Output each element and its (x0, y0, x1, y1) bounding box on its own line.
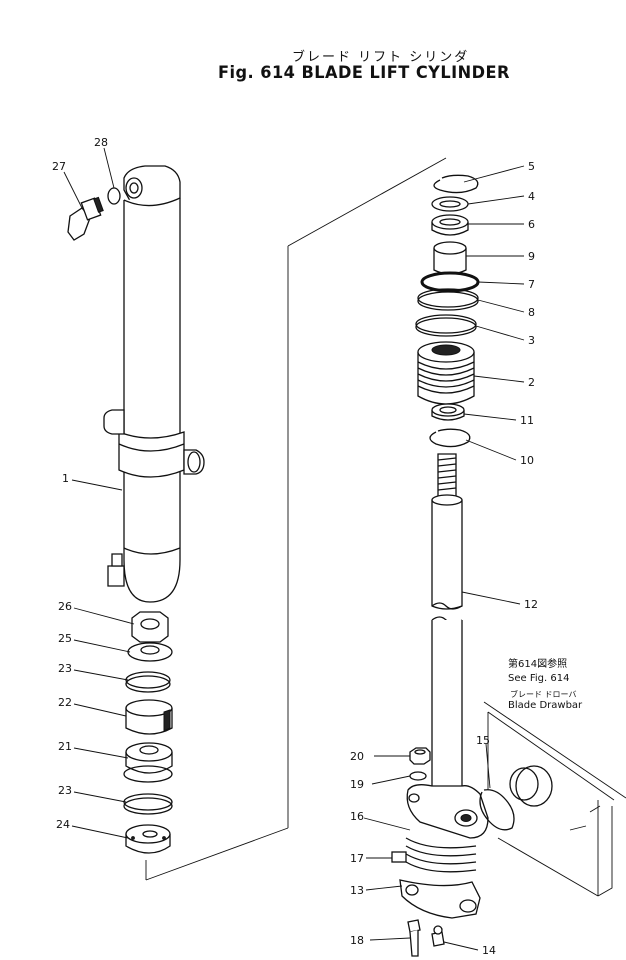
reference-note-jp: 第614図参照 (508, 659, 568, 670)
part-label-15: 15 (476, 734, 490, 747)
part-label-9: 9 (528, 250, 535, 263)
lock-nut (131, 611, 169, 643)
part-label-26: 26 (58, 600, 72, 613)
part-label-27: 27 (52, 160, 66, 173)
part-label-23: 23 (58, 662, 72, 675)
part-label-20: 20 (350, 750, 364, 763)
wiper-ring-inner (439, 200, 461, 208)
title-english: Fig. 614 BLADE LIFT CYLINDER (218, 63, 510, 83)
spherical-bearing (123, 742, 173, 783)
reference-note-en: See Fig. 614 (508, 673, 570, 684)
part-label-22: 22 (58, 696, 72, 709)
part-label-1: 1 (62, 472, 69, 485)
o-ring-large (415, 314, 477, 337)
assembly-frame (145, 157, 447, 881)
bushing (125, 699, 173, 735)
rod-end-cap (399, 879, 481, 919)
part-label-19: 19 (350, 778, 364, 791)
cylinder-head-gland (417, 341, 475, 405)
part-label-25: 25 (58, 632, 72, 645)
part-label-6: 6 (528, 218, 535, 231)
part-label-14: 14 (482, 944, 496, 957)
washer (127, 642, 173, 662)
part-label-21: 21 (58, 740, 72, 753)
part-label-7: 7 (528, 278, 535, 291)
small-nut (409, 747, 431, 765)
end-cap (125, 824, 171, 854)
leader-lines (63, 147, 525, 951)
snap-ring-lower (123, 793, 173, 815)
part-label-24: 24 (56, 818, 70, 831)
part-label-3: 3 (528, 334, 535, 347)
cushion-ring (431, 403, 465, 421)
seal-ring (431, 214, 469, 236)
snap-ring-top (433, 174, 479, 194)
drawbar-name-jp: ブレード ドローバ (510, 690, 577, 699)
elbow-fitting (67, 196, 104, 241)
part-label-23b: 23 (58, 784, 72, 797)
part-label-13: 13 (350, 884, 364, 897)
cylinder-tube (103, 165, 205, 603)
part-label-10: 10 (520, 454, 534, 467)
part-label-16: 16 (350, 810, 364, 823)
piston-rod (431, 453, 463, 791)
lock-washer (409, 771, 427, 781)
o-ring (107, 187, 121, 205)
shims (391, 837, 477, 873)
wiper-ring (431, 196, 469, 212)
part-label-2: 2 (528, 376, 535, 389)
part-labels: 27 28 1 26 25 23 22 21 23 24 5 4 6 9 7 8… (52, 136, 538, 957)
title-japanese: ブレード リフト シリンダ (292, 50, 470, 65)
part-label-5: 5 (528, 160, 535, 173)
blade-drawbar-reference (483, 701, 626, 897)
part-label-8: 8 (528, 306, 535, 319)
part-label-28: 28 (94, 136, 108, 149)
rod-bushing (433, 241, 467, 275)
snap-ring-upper (125, 671, 171, 693)
backup-ring (417, 288, 479, 311)
snap-ring-pin (479, 789, 515, 831)
snap-ring-rod (429, 428, 471, 448)
grease-fitting (431, 925, 445, 947)
part-label-11: 11 (520, 414, 534, 427)
part-label-17: 17 (350, 852, 364, 865)
bolt (407, 919, 421, 957)
packing (420, 271, 480, 293)
rod-end-eye (406, 784, 489, 839)
part-label-18: 18 (350, 934, 364, 947)
drawbar-name-en: Blade Drawbar (508, 700, 583, 711)
part-label-12: 12 (524, 598, 538, 611)
part-label-4: 4 (528, 190, 535, 203)
